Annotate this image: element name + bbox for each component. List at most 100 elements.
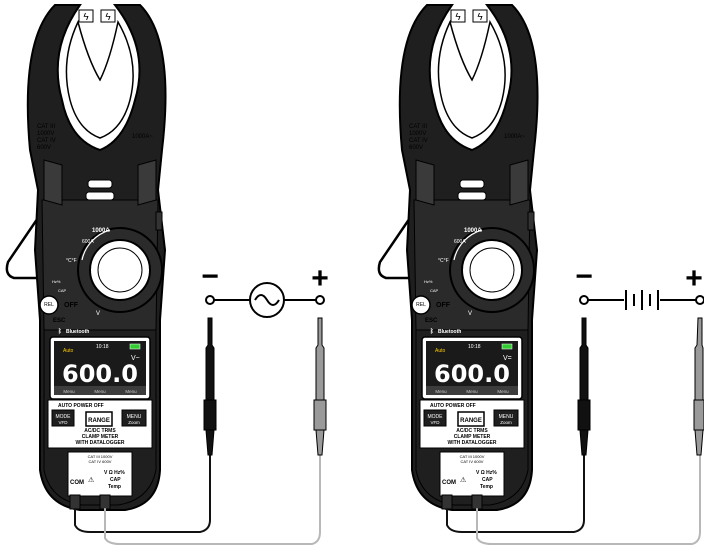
lcd-reading: 600.0	[62, 360, 138, 388]
model-line: AC/DC TRMS	[456, 428, 488, 434]
bluetooth-icon: ᛒ	[58, 328, 62, 335]
jaw-lightning-icons: ϟ ϟ	[78, 9, 116, 23]
black-lead-wire-left	[74, 454, 211, 533]
mode-button: MODE	[56, 414, 72, 420]
terminal-cat: CAT IV 600V	[461, 459, 484, 464]
menu-button: MENU	[127, 414, 142, 420]
dial-label-cap: CAP	[58, 288, 67, 293]
lcd-softkey: Menu	[63, 389, 75, 394]
ac-plus-label: +	[311, 262, 329, 295]
bluetooth-label: Bluetooth	[66, 329, 89, 335]
warning-icon: ⚠	[88, 476, 94, 484]
terminal-temp: Temp	[480, 484, 493, 490]
esc-label: ESC	[425, 318, 438, 324]
lcd-time: 10:18	[468, 344, 481, 350]
cat-rating-line: 1000V	[37, 131, 54, 137]
grey-lead-wire-right	[476, 454, 701, 545]
terminal-v: V Ω Hz%	[104, 470, 125, 476]
lcd-unit: V=	[503, 355, 512, 362]
dial-label-hz: Hz%	[52, 279, 61, 284]
lcd-mode: Auto	[435, 348, 446, 354]
dial-label-1000a: 1000A	[92, 228, 110, 234]
lcd-time: 10:18	[96, 344, 109, 350]
warning-icon: ⚠	[460, 476, 466, 484]
cat-rating-line: 600V	[409, 145, 423, 151]
menu-button: MENU	[499, 414, 514, 420]
range-button: RANGE	[88, 418, 110, 424]
cat-rating-line: CAT III	[409, 124, 427, 130]
model-line: CLAMP METER	[454, 434, 491, 440]
terminal-cat: CAT IV 600V	[89, 459, 112, 464]
battery-level-icon	[129, 343, 141, 350]
jaw-rating: 1000A~	[132, 134, 153, 140]
terminal-cat: CAT III 1000V	[460, 454, 485, 459]
esc-label: ESC	[53, 318, 66, 324]
cat-rating-line: CAT IV	[37, 138, 56, 144]
dial-extra-labels: Hz% CAP Hz% CAP	[52, 279, 439, 293]
cat-rating-line: CAT III	[37, 124, 55, 130]
bluetooth-icon: ᛒ	[430, 328, 434, 335]
battery-level-icon	[501, 343, 513, 350]
jaw-rating: 1000A~	[504, 134, 525, 140]
bluetooth-label: Bluetooth	[438, 329, 461, 335]
dial-label-1000a: 1000A	[464, 228, 482, 234]
dial-label-hz: Hz%	[424, 279, 433, 284]
terminal-temp: Temp	[108, 484, 121, 490]
dc-minus-label: −	[575, 260, 593, 293]
lcd-softkey: Menu	[94, 389, 106, 394]
model-line: WITH DATALOGGER	[448, 440, 497, 446]
lcd-softkey: Menu	[435, 389, 447, 394]
dc-plus-label: +	[685, 262, 703, 295]
terminal-cat: CAT III 1000V	[88, 454, 113, 459]
lcd-reading: 600.0	[434, 360, 510, 388]
dc-circuit: − +	[575, 260, 704, 310]
mode-button-sub: VFD	[431, 420, 441, 425]
auto-power-off: AUTO POWER OFF	[58, 403, 104, 409]
dial-label-v: V	[468, 311, 472, 317]
meter-right-labels: ϟ ϟ CAT III 1000V CAT IV 600V 1000A~ 100…	[409, 9, 525, 490]
grey-lead-wire-left	[104, 454, 321, 545]
lightning-icon: ϟ	[477, 12, 483, 23]
lightning-icon: ϟ	[105, 12, 111, 23]
ac-circuit: − +	[201, 260, 329, 318]
lcd-mode: Auto	[63, 348, 74, 354]
dial-label-off: OFF	[436, 302, 451, 309]
cat-rating-line: CAT IV	[409, 138, 428, 144]
terminal-cap: CAP	[110, 477, 121, 483]
dial-label-600a: 600A	[82, 239, 94, 245]
dial-label-cap: CAP	[430, 288, 439, 293]
terminal-cap: CAP	[482, 477, 493, 483]
model-line: WITH DATALOGGER	[76, 440, 125, 446]
lcd-softkey: Menu	[466, 389, 478, 394]
probes	[203, 317, 704, 456]
battery-icon	[625, 290, 659, 310]
wiring	[74, 454, 701, 545]
rel-button-label: REL	[44, 302, 54, 308]
model-line: AC/DC TRMS	[84, 428, 116, 434]
model-line: CLAMP METER	[82, 434, 119, 440]
menu-button-sub: Zoom	[128, 420, 140, 425]
lcd-unit: V~	[131, 355, 140, 362]
lightning-icon: ϟ	[83, 12, 89, 23]
ac-minus-label: −	[201, 260, 219, 293]
lcd-softkey: Menu	[125, 389, 137, 394]
terminal-com: COM	[70, 480, 84, 486]
range-button: RANGE	[460, 418, 482, 424]
dial-label-temp: °C°F	[66, 258, 77, 264]
terminal-com: COM	[442, 480, 456, 486]
dial-label-v: V	[96, 311, 100, 317]
mode-button-sub: VFD	[59, 420, 69, 425]
ac-source-icon	[249, 282, 285, 318]
dial-label-600a: 600A	[454, 239, 466, 245]
menu-button-sub: Zoom	[500, 420, 512, 425]
auto-power-off: AUTO POWER OFF	[430, 403, 476, 409]
cat-rating-line: 600V	[37, 145, 51, 151]
lcd-softkey: Menu	[497, 389, 509, 394]
dial-label-temp: °C°F	[438, 258, 449, 264]
dial-label-off: OFF	[64, 302, 79, 309]
meter-left-labels: ϟ ϟ CAT III 1000V CAT IV 600V 1000A~ 100…	[37, 9, 153, 490]
jaw-lightning-icons: ϟ ϟ	[450, 9, 488, 23]
cat-rating-line: 1000V	[409, 131, 426, 137]
mode-button: MODE	[428, 414, 444, 420]
